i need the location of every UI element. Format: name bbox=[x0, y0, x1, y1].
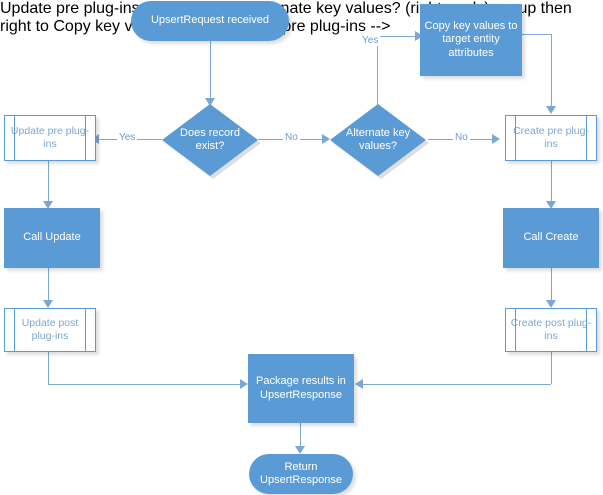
node-label-package-results: Package results in UpsertResponse bbox=[256, 375, 346, 401]
connector-callupdate-to-updatepost bbox=[48, 268, 49, 304]
connector-callcreate-to-createpost bbox=[551, 268, 552, 304]
node-label-alternate-key-values: Alternate key values? bbox=[345, 126, 411, 152]
node-update-pre-plugins[interactable]: Update pre plug-ins bbox=[4, 115, 96, 161]
predefined-bar-left-create-pre bbox=[515, 116, 516, 160]
connector-package-to-return bbox=[300, 423, 301, 450]
node-does-record-exist[interactable]: Does record exist? bbox=[162, 104, 261, 179]
node-label-call-create: Call Create bbox=[523, 231, 579, 244]
connector-start-to-decision bbox=[210, 40, 211, 102]
connector-createpre-to-callcreate bbox=[551, 161, 552, 205]
arrowhead-callcreate-to-createpost bbox=[546, 300, 556, 308]
node-label-upsert-request-received: UpsertRequest received bbox=[150, 14, 269, 27]
connector-copy-to-createpre-vertical bbox=[551, 34, 552, 110]
predefined-bar-right-update-pre bbox=[85, 116, 86, 160]
node-label-does-record-exist: Does record exist? bbox=[180, 126, 240, 152]
arrowhead-altkey-yes bbox=[415, 31, 423, 41]
connector-updatepre-to-callupdate bbox=[48, 161, 49, 205]
arrowhead-start-to-decision bbox=[205, 98, 215, 106]
predefined-bar-left-update-post bbox=[14, 309, 15, 351]
connector-updatepost-to-package-horizontal bbox=[48, 384, 242, 385]
node-create-pre-plugins[interactable]: Create pre plug-ins bbox=[505, 115, 597, 161]
edge-label-record-exist-yes: Yes bbox=[117, 132, 138, 143]
node-label-return-upsert-response: Return UpsertResponse bbox=[260, 460, 342, 486]
arrowhead-copy-to-createpre bbox=[546, 106, 556, 114]
node-call-update[interactable]: Call Update bbox=[4, 208, 100, 268]
connector-altkey-yes-horizontal bbox=[377, 36, 417, 37]
predefined-bar-right-update-post bbox=[85, 309, 86, 351]
arrowhead-createpost-to-package bbox=[355, 379, 363, 389]
arrowhead-callupdate-to-updatepost bbox=[43, 300, 53, 308]
connector-createpost-to-package-horizontal bbox=[362, 384, 551, 385]
arrowhead-altkey-no bbox=[492, 134, 500, 144]
node-update-post-plugins[interactable]: Update post plug-ins bbox=[4, 308, 96, 352]
arrowhead-record-exist-no bbox=[322, 134, 330, 144]
predefined-bar-right-create-pre bbox=[586, 116, 587, 160]
connector-copy-to-createpre-horizontal bbox=[522, 34, 551, 35]
connector-createpost-to-package-vertical bbox=[551, 344, 552, 384]
edge-label-altkey-yes: Yes bbox=[360, 35, 381, 46]
arrowhead-updatepre-to-callupdate bbox=[43, 201, 53, 209]
edge-label-altkey-no: No bbox=[453, 132, 470, 143]
node-create-post-plugins[interactable]: Create post plug-ins bbox=[505, 308, 597, 352]
node-package-results[interactable]: Package results in UpsertResponse bbox=[248, 354, 354, 423]
connector-altkey-yes-vertical bbox=[377, 36, 378, 106]
node-return-upsert-response[interactable]: Return UpsertResponse bbox=[249, 454, 353, 494]
node-label-update-post-plugins: Update post plug-ins bbox=[21, 317, 79, 342]
node-upsert-request-received[interactable]: UpsertRequest received bbox=[131, 1, 289, 41]
predefined-bar-right-create-post bbox=[586, 309, 587, 351]
predefined-bar-left-create-post bbox=[515, 309, 516, 351]
node-alternate-key-values[interactable]: Alternate key values? bbox=[330, 104, 429, 179]
node-label-update-pre-plugins: Update pre plug-ins bbox=[10, 125, 90, 150]
edge-label-record-exist-no: No bbox=[283, 132, 300, 143]
arrowhead-package-to-return bbox=[295, 446, 305, 454]
node-copy-key-values[interactable]: Copy key values to target entity attribu… bbox=[420, 4, 522, 76]
node-call-create[interactable]: Call Create bbox=[503, 208, 599, 268]
node-label-copy-key-values: Copy key values to target entity attribu… bbox=[424, 20, 518, 59]
predefined-bar-left-update-pre bbox=[14, 116, 15, 160]
node-label-call-update: Call Update bbox=[23, 231, 81, 244]
connector-updatepost-to-package-vertical bbox=[48, 344, 49, 384]
node-label-create-pre-plugins: Create pre plug-ins bbox=[513, 125, 589, 150]
arrowhead-updatepost-to-package bbox=[240, 379, 248, 389]
node-label-create-post-plugins: Create post plug-ins bbox=[510, 317, 592, 342]
arrowhead-createpre-to-callcreate bbox=[546, 201, 556, 209]
